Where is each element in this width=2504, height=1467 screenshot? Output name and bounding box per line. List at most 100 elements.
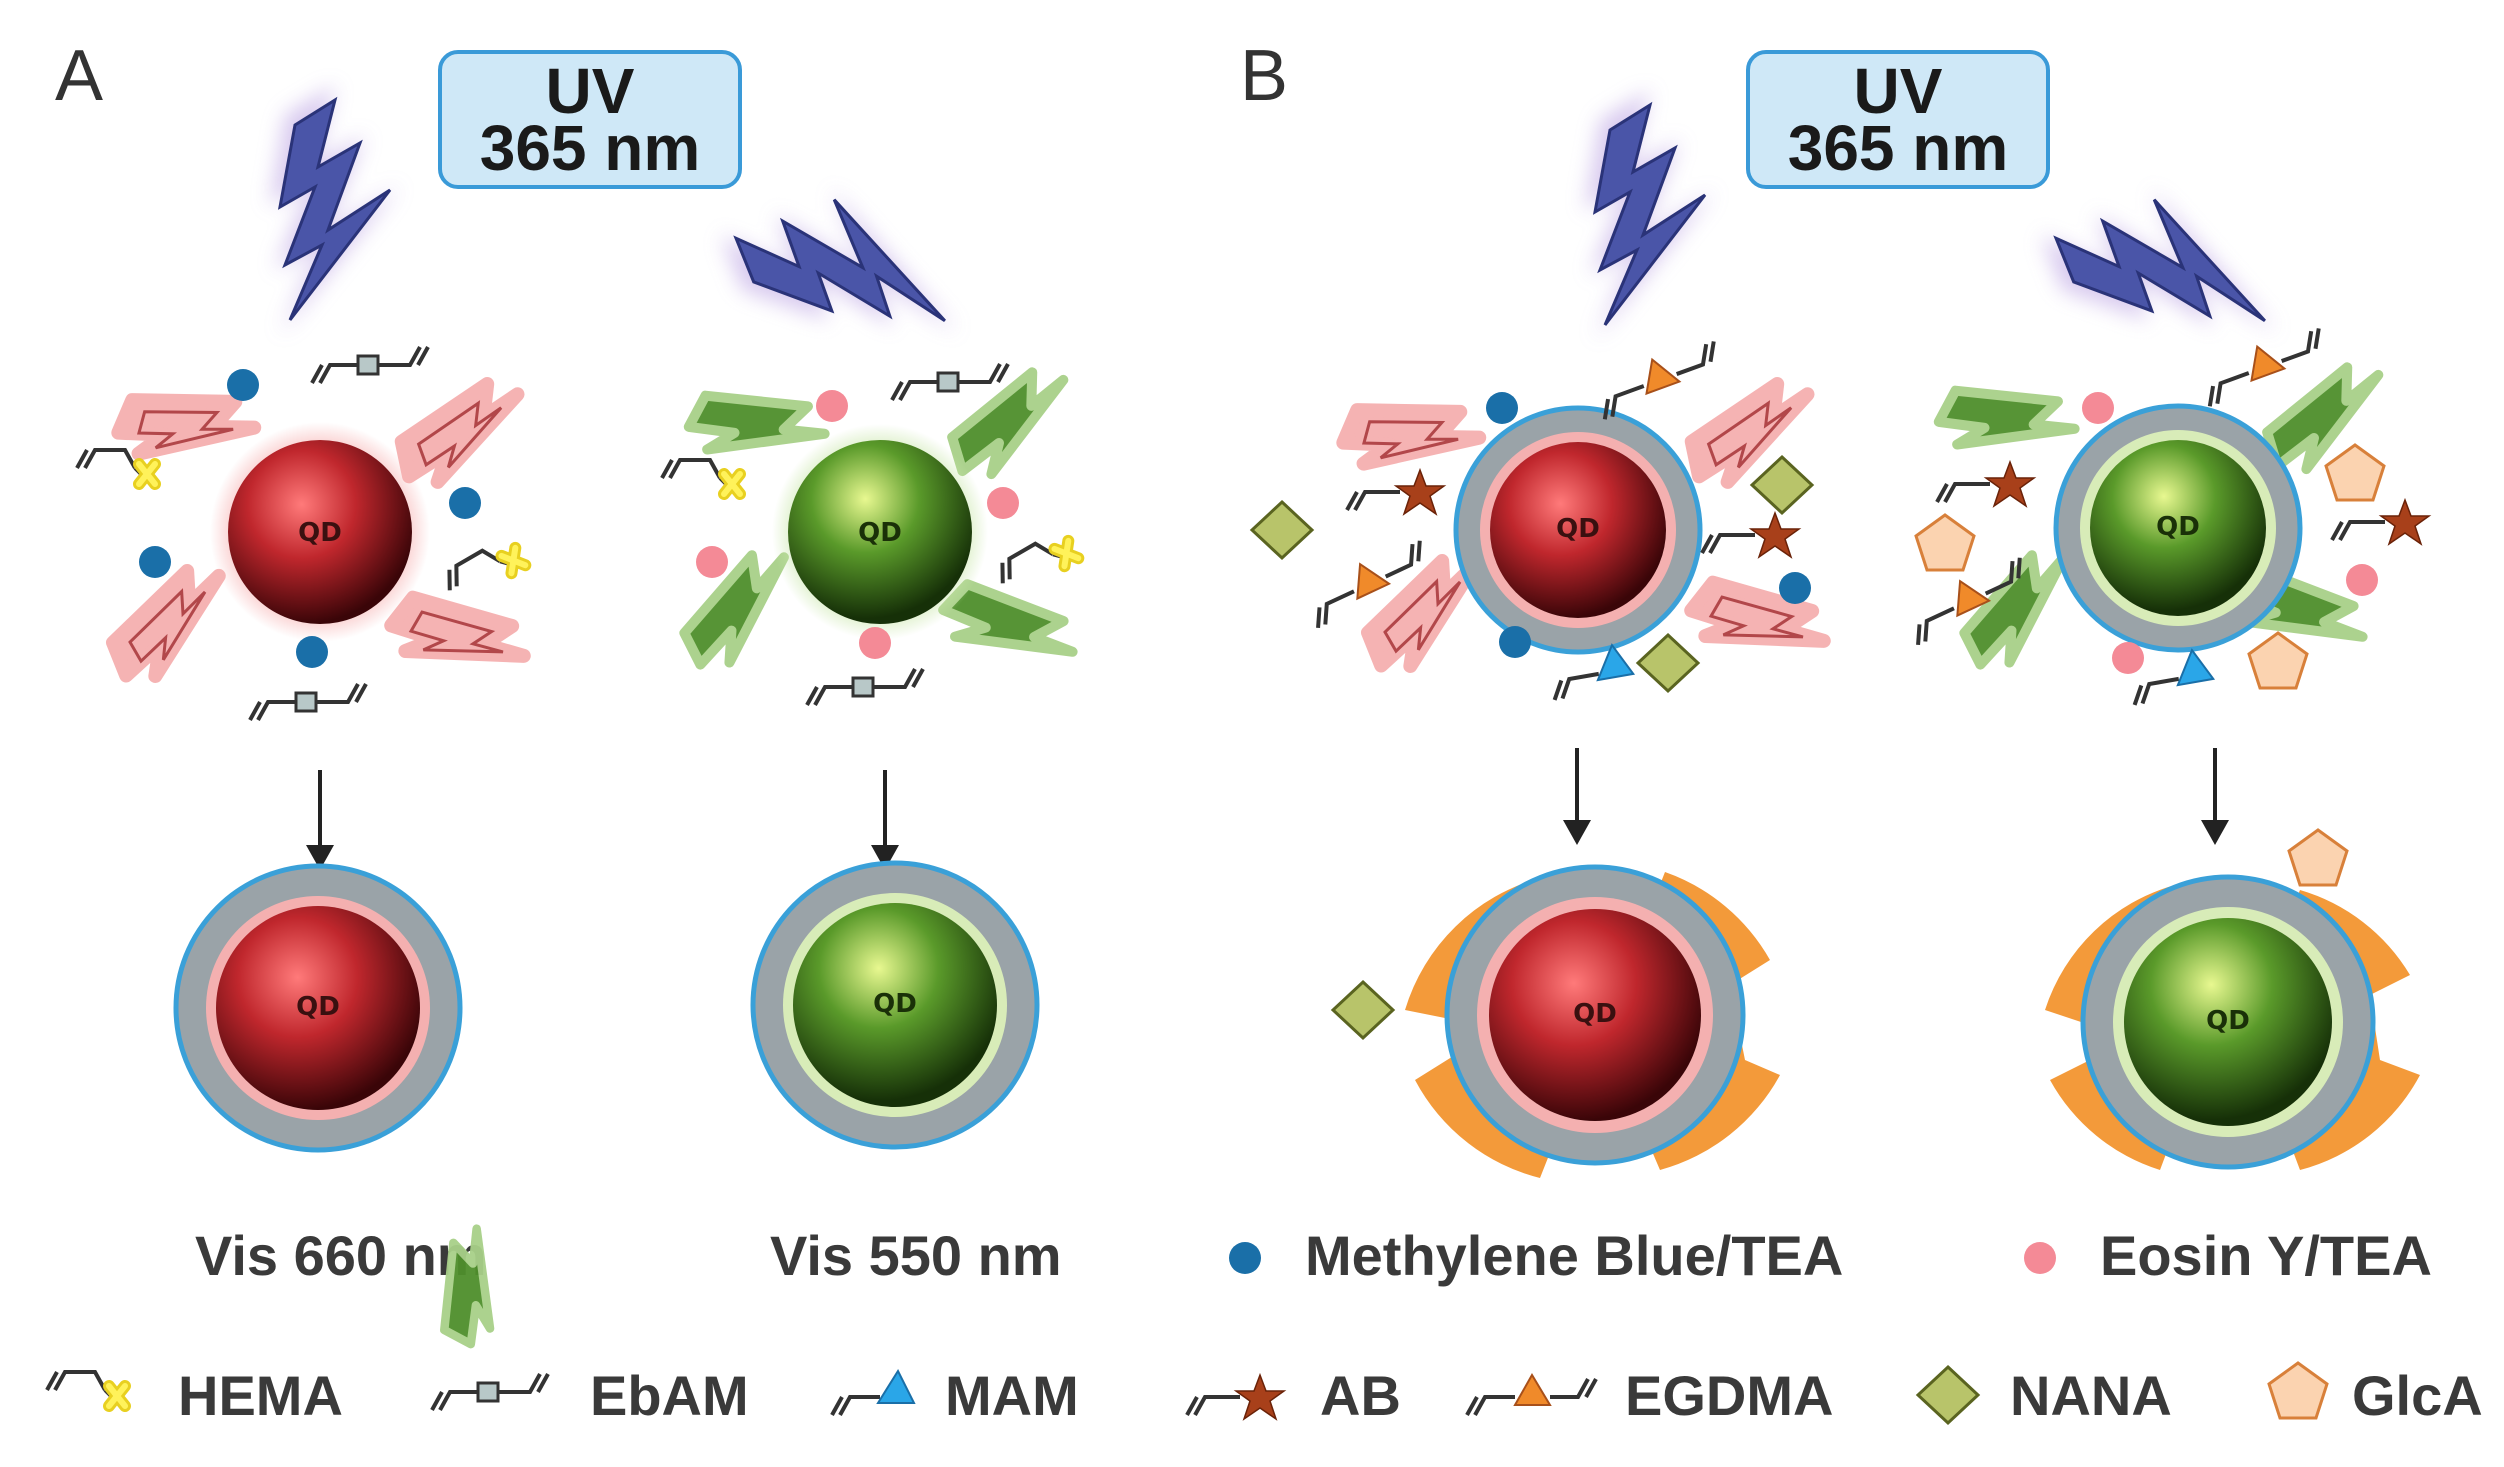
- arrow-down-icon: [306, 770, 334, 870]
- legend-label: Methylene Blue/TEA: [1305, 1224, 1843, 1287]
- pink-dot-icon: [2082, 392, 2114, 424]
- legend-label: AB: [1320, 1364, 1401, 1427]
- hema-monomer-icon: [994, 529, 1079, 597]
- pink-dot-icon: [2112, 642, 2144, 674]
- arrow-down-icon: [2201, 748, 2229, 845]
- panel-a-uv-line2: 365 nm: [480, 112, 701, 184]
- nana-diamond-icon: [1916, 1365, 1980, 1425]
- coated-green-qd-a: QD: [750, 860, 1040, 1150]
- egdma-monomer-icon: [1465, 1373, 1598, 1417]
- qd-label: QD: [1556, 514, 1600, 544]
- imprinted-red-qd-b: QD: [1331, 864, 1780, 1178]
- legend-row-1: Vis 660 nm Vis 550 nm Methylene Blue/TEA…: [195, 1143, 2432, 1349]
- nana-diamond-icon: [1331, 980, 1395, 1040]
- blue-dot-icon: [1486, 392, 1518, 424]
- blue-dot-icon: [1229, 1242, 1261, 1274]
- qd-label: QD: [298, 518, 342, 548]
- panel-a-letter: A: [55, 36, 103, 116]
- qd-label: QD: [2156, 512, 2200, 542]
- arrow-down-icon: [871, 770, 899, 870]
- ebam-monomer-icon: [248, 682, 368, 722]
- egdma-monomer-icon: [1589, 335, 1729, 422]
- legend-item-glca: GlcA: [2267, 1361, 2483, 1427]
- legend-item-methylene-blue: Methylene Blue/TEA: [1229, 1224, 1843, 1287]
- blue-dot-icon: [1779, 572, 1811, 604]
- blue-dot-icon: [449, 487, 481, 519]
- ebam-monomer-icon: [890, 362, 1010, 402]
- ab-monomer-icon: [1935, 460, 2036, 508]
- ebam-monomer-icon: [430, 1372, 550, 1412]
- legend-item-ebam: EbAM: [430, 1364, 749, 1427]
- legend-item-nana: NANA: [1916, 1364, 2172, 1427]
- qd-label: QD: [296, 992, 340, 1022]
- legend-item-eosin-y: Eosin Y/TEA: [2024, 1224, 2432, 1287]
- legend-item-vis-550: Vis 550 nm: [423, 1223, 1062, 1349]
- uv-bolt-icon: [270, 85, 400, 335]
- red-lightning-icon: [1339, 385, 1484, 491]
- ebam-monomer-icon: [310, 345, 430, 385]
- legend-label: NANA: [2010, 1364, 2172, 1427]
- pink-dot-icon: [987, 487, 1019, 519]
- green-qd-cluster-a: QD: [662, 362, 1087, 707]
- legend-item-ab: AB: [1185, 1364, 1401, 1427]
- legend-label: EbAM: [590, 1364, 749, 1427]
- panel-b-uv-line2: 365 nm: [1788, 112, 2009, 184]
- imprinted-green-qd-b: QD: [2045, 828, 2420, 1170]
- hema-monomer-icon: [47, 1372, 125, 1406]
- qd-label: QD: [873, 989, 917, 1019]
- pink-dot-icon: [816, 390, 848, 422]
- nana-diamond-icon: [1750, 455, 1814, 515]
- glca-pentagon-icon: [2287, 828, 2349, 887]
- legend-row-2: HEMA EbAM MAM AB EGDMA NANA GlcA: [47, 1361, 2483, 1427]
- mam-monomer-icon: [830, 1369, 916, 1417]
- red-qd-cluster-a: QD: [77, 345, 536, 722]
- pink-dot-icon: [2346, 564, 2378, 596]
- legend-item-hema: HEMA: [47, 1364, 343, 1427]
- legend-label: MAM: [945, 1364, 1079, 1427]
- legend-label: HEMA: [178, 1364, 343, 1427]
- legend-label: EGDMA: [1625, 1364, 1833, 1427]
- blue-dot-icon: [139, 546, 171, 578]
- green-qd-cluster-b: QD: [1899, 322, 2431, 707]
- qd-label: QD: [1573, 999, 1617, 1029]
- nana-diamond-icon: [1636, 633, 1700, 693]
- legend-item-mam: MAM: [830, 1364, 1079, 1427]
- pink-dot-icon: [859, 627, 891, 659]
- legend-item-vis-660: Vis 660 nm: [195, 1224, 487, 1287]
- nana-diamond-icon: [1250, 500, 1314, 560]
- ab-monomer-icon: [1185, 1373, 1286, 1421]
- pink-dot-icon: [2024, 1242, 2056, 1274]
- uv-bolt-icon: [2030, 172, 2299, 343]
- red-qd-cluster-b: QD: [1250, 335, 1834, 702]
- coated-red-qd-a: QD: [173, 863, 463, 1153]
- panel-a-uv-line1: UV: [546, 55, 635, 127]
- hema-monomer-icon: [662, 460, 740, 494]
- glca-pentagon-icon: [1914, 513, 1976, 572]
- panel-b-uv-box: UV 365 nm: [1746, 50, 2050, 189]
- panel-b-uv-line1: UV: [1854, 55, 1943, 127]
- hema-monomer-icon: [441, 536, 526, 604]
- legend-label: Eosin Y/TEA: [2100, 1224, 2432, 1287]
- qd-label: QD: [2206, 1006, 2250, 1036]
- legend-label: Vis 550 nm: [770, 1224, 1062, 1287]
- panel-a-uv-box: UV 365 nm: [438, 50, 742, 189]
- uv-bolt-icon: [1585, 90, 1715, 340]
- glca-pentagon-icon: [2324, 443, 2386, 502]
- glca-pentagon-icon: [2267, 1361, 2329, 1420]
- qd-label: QD: [858, 518, 902, 548]
- panel-b-letter: B: [1240, 36, 1288, 116]
- glca-pentagon-icon: [2247, 631, 2309, 690]
- blue-dot-icon: [296, 636, 328, 668]
- ab-monomer-icon: [1345, 468, 1446, 516]
- red-lightning-icon: [1679, 375, 1827, 490]
- ebam-monomer-icon: [805, 667, 925, 707]
- uv-bolt-icon: [710, 172, 979, 343]
- legend-label: Vis 660 nm: [195, 1224, 487, 1287]
- arrow-down-icon: [1563, 748, 1591, 845]
- blue-dot-icon: [1499, 626, 1531, 658]
- green-lightning-icon: [1934, 365, 2082, 480]
- ab-monomer-icon: [1700, 511, 1801, 559]
- ab-monomer-icon: [2330, 498, 2431, 546]
- legend-label: GlcA: [2352, 1364, 2483, 1427]
